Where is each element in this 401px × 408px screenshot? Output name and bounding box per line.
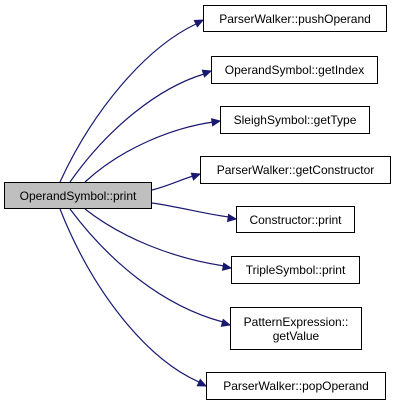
edge-1 [69, 73, 205, 183]
edge-tail-6 [221, 321, 224, 324]
edge-7 [59, 208, 200, 383]
node-operandsymbol-print[interactable]: OperandSymbol::print [4, 182, 152, 209]
node-label-line2: getValue [272, 328, 320, 343]
edge-6 [69, 208, 224, 323]
arrowhead-7 [196, 378, 208, 387]
arrowhead-3 [190, 172, 202, 181]
edge-tail-4 [227, 216, 230, 219]
node-label: OperandSymbol::print [19, 188, 137, 203]
node-parserwalker-pushoperand[interactable]: ParserWalker::pushOperand [203, 5, 387, 32]
edge-5 [84, 208, 225, 267]
node-operandsymbol-getindex[interactable]: OperandSymbol::getIndex [211, 56, 378, 84]
node-label: ParserWalker::pushOperand [219, 11, 371, 26]
edge-tail-5 [222, 265, 225, 268]
node-label: ParserWalker::popOperand [223, 379, 369, 393]
node-label: SleighSymbol::getType [233, 113, 357, 127]
node-label: OperandSymbol::getIndex [224, 63, 365, 77]
edge-2 [84, 121, 214, 183]
edge-4 [151, 202, 230, 218]
edge-3 [151, 175, 194, 191]
node-label-line1: PatternExpression:: [243, 314, 349, 329]
node-label: TripleSymbol::print [245, 263, 346, 277]
node-label: ParserWalker::getConstructor [216, 163, 375, 177]
node-patternexpression-getvalue[interactable]: PatternExpression:: getValue [230, 307, 362, 350]
node-parserwalker-popoperand[interactable]: ParserWalker::popOperand [206, 372, 386, 400]
node-parserwalker-getconstructor[interactable]: ParserWalker::getConstructor [200, 156, 391, 184]
arrowhead-0 [193, 19, 205, 28]
node-triplesymbol-print[interactable]: TripleSymbol::print [231, 256, 360, 284]
node-sleighsymbol-gettype[interactable]: SleighSymbol::getType [220, 106, 370, 134]
edge-0 [59, 23, 197, 183]
node-constructor-print[interactable]: Constructor::print [236, 206, 355, 233]
node-label: Constructor::print [249, 212, 342, 227]
edge-tail-1 [202, 73, 205, 75]
